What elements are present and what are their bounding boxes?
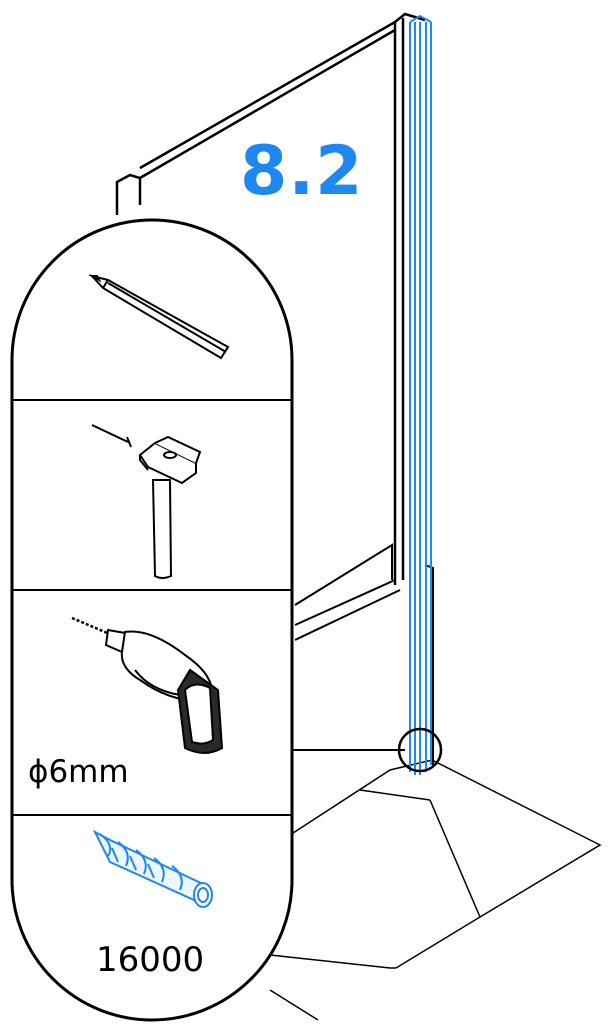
highlighted-profile [409, 14, 432, 775]
drill-icon [71, 616, 224, 754]
hammer-icon [138, 435, 202, 579]
wall-panel [115, 12, 426, 585]
wall-plug-icon [92, 829, 213, 908]
drill-diameter-label: ϕ6mm [28, 754, 129, 790]
pencil-icon [88, 274, 230, 360]
detail-circle [397, 727, 443, 773]
nail-icon [91, 424, 132, 448]
base-frame [290, 543, 434, 765]
step-number: 8.2 [240, 132, 364, 211]
wall-plug-quantity-label: 16000 [96, 940, 205, 980]
floor-lines [269, 759, 602, 1021]
tools-capsule [10, 218, 294, 1022]
